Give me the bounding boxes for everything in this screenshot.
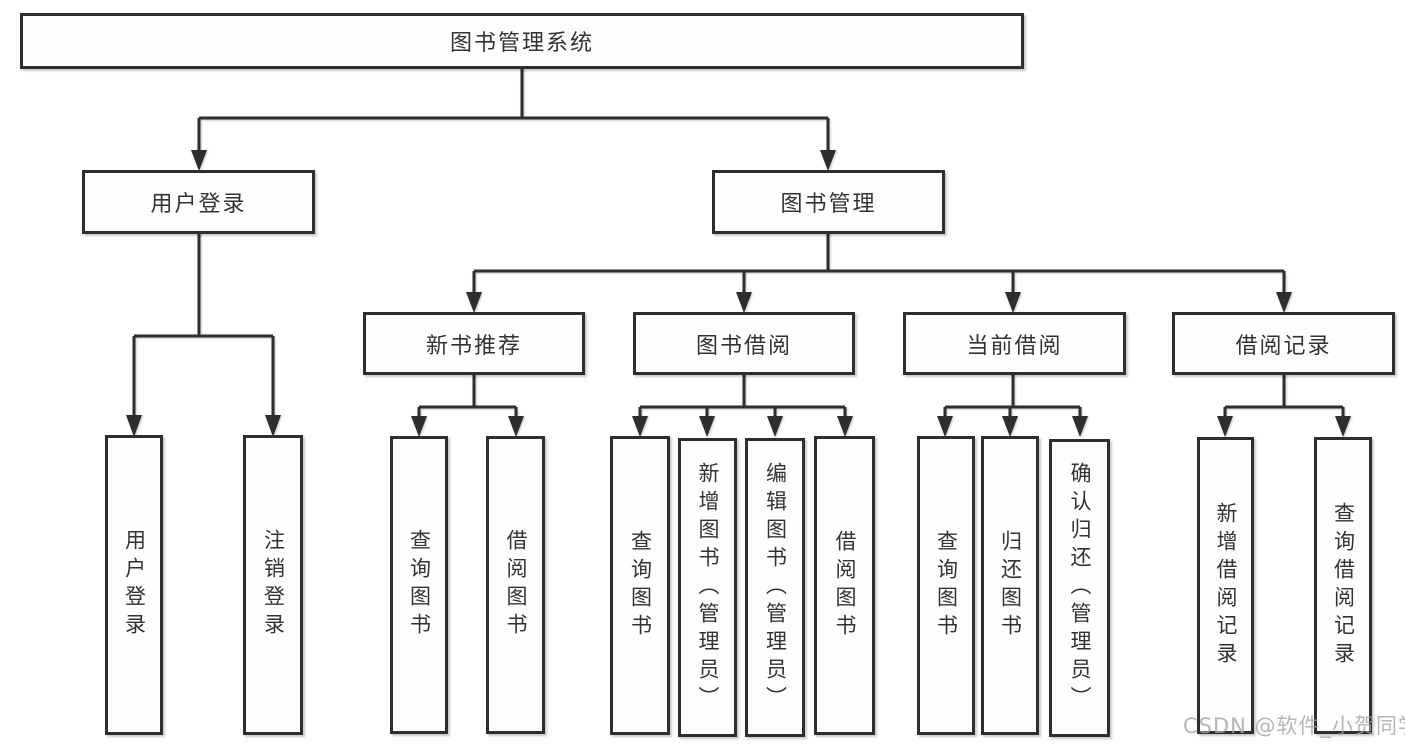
leaf-cb-return-books: 归还图书 <box>981 436 1039 735</box>
node-new-book-recommend: 新书推荐 <box>363 312 585 375</box>
csdn-watermark: CSDN @软件_小贺同学 <box>1183 714 1405 738</box>
leaf-br-add-borrow-record: 新增借阅记录 <box>1197 437 1254 734</box>
node-root-system: 图书管理系统 <box>20 13 1024 69</box>
leaf-cb-query-books-label: 查询图书 <box>934 529 959 642</box>
leaf-cb-return-books-label: 归还图书 <box>998 529 1023 642</box>
leaf-bb-add-books-admin-label: 新增图书（管理员） <box>696 461 721 714</box>
edge-book-mgmt-children <box>466 232 1292 313</box>
edge-borrow-records-children <box>1217 374 1351 437</box>
leaf-user-login: 用户登录 <box>105 435 163 735</box>
edge-new-book-rec-children <box>411 374 524 437</box>
edge-current-borrow-children <box>937 374 1088 437</box>
leaf-cb-query-books: 查询图书 <box>917 436 975 735</box>
leaf-nbr-query-books-label: 查询图书 <box>407 529 432 641</box>
node-user-login: 用户登录 <box>82 170 315 234</box>
leaf-logout-login: 注销登录 <box>243 435 303 735</box>
leaf-bb-borrow-books: 借阅图书 <box>814 436 875 735</box>
leaf-nbr-borrow-books-label: 借阅图书 <box>504 529 529 641</box>
edge-root-children <box>191 67 836 171</box>
leaf-bb-query-books-label: 查询图书 <box>628 529 653 642</box>
leaf-br-query-borrow-record: 查询借阅记录 <box>1314 437 1372 734</box>
edge-user-login-children <box>126 232 281 437</box>
leaf-user-login-label: 用户登录 <box>122 529 147 641</box>
leaf-bb-edit-books-admin: 编辑图书（管理员） <box>745 438 805 737</box>
leaf-logout-login-label: 注销登录 <box>261 529 286 641</box>
leaf-bb-edit-books-admin-label: 编辑图书（管理员） <box>763 461 788 714</box>
node-book-borrow: 图书借阅 <box>633 312 855 375</box>
edge-book-borrow-children <box>632 374 853 437</box>
leaf-nbr-query-books: 查询图书 <box>390 436 448 734</box>
leaf-bb-borrow-books-label: 借阅图书 <box>833 529 858 642</box>
leaf-cb-confirm-return-admin: 确认归还（管理员） <box>1049 439 1110 737</box>
leaf-br-add-borrow-record-label: 新增借阅记录 <box>1214 501 1239 670</box>
node-book-management: 图书管理 <box>712 170 945 234</box>
leaf-cb-confirm-return-admin-label: 确认归还（管理员） <box>1068 462 1093 714</box>
node-current-borrow: 当前借阅 <box>903 312 1126 375</box>
leaf-bb-query-books: 查询图书 <box>610 436 670 735</box>
leaf-bb-add-books-admin: 新增图书（管理员） <box>678 438 737 737</box>
leaf-nbr-borrow-books: 借阅图书 <box>486 436 545 734</box>
node-borrow-records: 借阅记录 <box>1172 312 1395 375</box>
leaf-br-query-borrow-record-label: 查询借阅记录 <box>1331 501 1356 670</box>
